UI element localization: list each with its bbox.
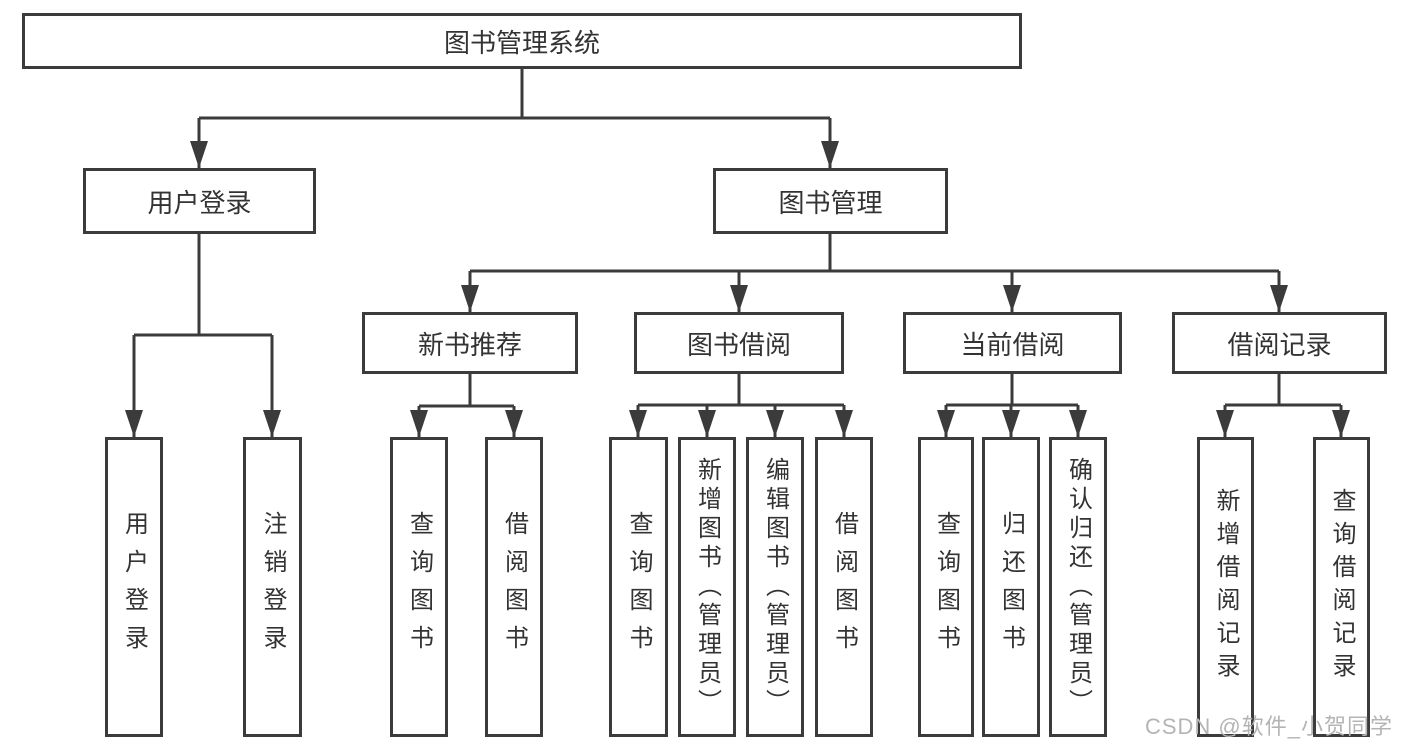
arrowheads <box>125 141 1350 437</box>
leaf-query-borrow-record: 查询借阅记录 <box>1313 437 1370 737</box>
node-book-management: 图书管理 <box>713 168 948 234</box>
node-book-borrowing: 图书借阅 <box>634 312 844 374</box>
leaf-logout: 注销登录 <box>243 437 302 737</box>
leaf-user-login: 用户登录 <box>105 437 163 737</box>
leaf-query-books-recommend: 查询图书 <box>390 437 448 737</box>
leaf-return-books: 归还图书 <box>982 437 1040 737</box>
node-current-borrowing: 当前借阅 <box>903 312 1122 374</box>
node-library-management-system: 图书管理系统 <box>22 13 1022 69</box>
leaf-borrow-books-borrow: 借阅图书 <box>815 437 873 737</box>
leaf-query-books-current: 查询图书 <box>918 437 974 737</box>
leaf-add-borrow-record: 新增借阅记录 <box>1197 437 1254 737</box>
leaf-confirm-return-admin: 确认归还（管理员） <box>1049 437 1107 737</box>
node-user-login: 用户登录 <box>83 168 316 234</box>
leaf-query-books-borrow: 查询图书 <box>609 437 668 737</box>
node-new-book-recommendation: 新书推荐 <box>362 312 578 374</box>
watermark-text: CSDN @软件_小贺同学 <box>1144 714 1393 739</box>
leaf-borrow-books-recommend: 借阅图书 <box>485 437 543 737</box>
leaf-edit-books-admin: 编辑图书（管理员） <box>746 437 804 737</box>
leaf-add-books-admin: 新增图书（管理员） <box>678 437 736 737</box>
node-borrowing-records: 借阅记录 <box>1172 312 1387 374</box>
